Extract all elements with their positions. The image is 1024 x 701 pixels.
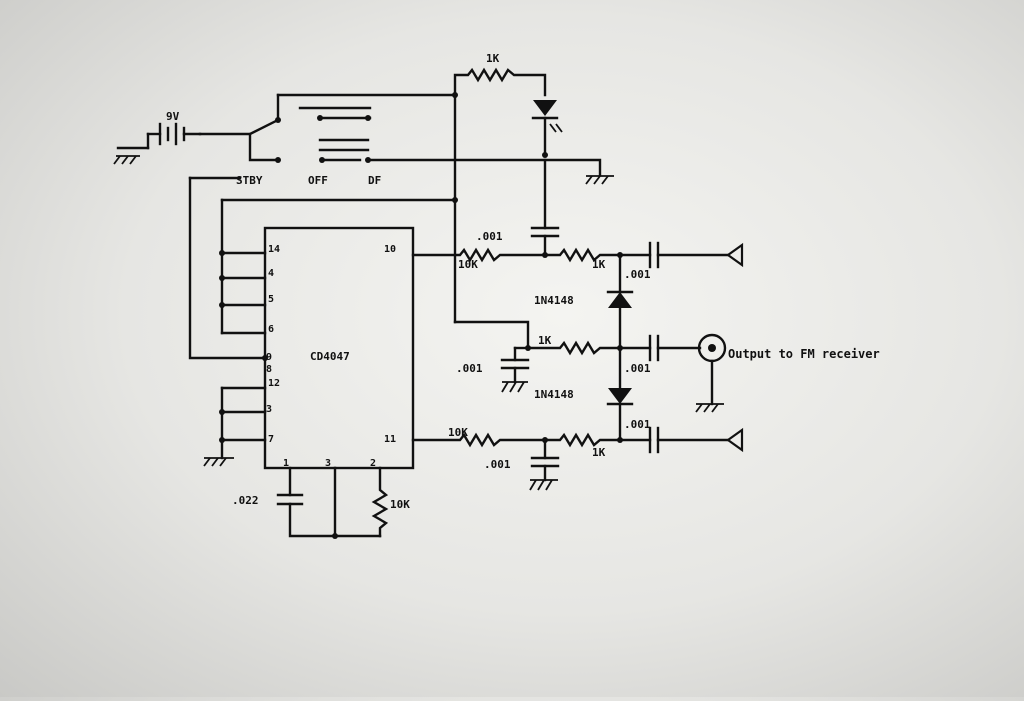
- top-cap-shunt-label: .001: [476, 230, 503, 243]
- mid-r-label: 1K: [538, 334, 552, 347]
- switch-label-stby: STBY: [236, 174, 263, 187]
- ic-left-wiring: [188, 176, 457, 443]
- top-r1-label: 10K: [458, 258, 478, 271]
- bottom-rc-network: 10K 1K .001 .001: [411, 418, 744, 491]
- ic-pin-7: 7: [268, 434, 274, 445]
- diode-bottom: 1N4148: [534, 346, 634, 442]
- ic-pin-14: 14: [268, 244, 280, 255]
- mid-network: 1K .001 .001: [453, 320, 702, 393]
- ic-name: CD4047: [310, 350, 350, 363]
- ic-pin-10: 10: [384, 244, 396, 255]
- ic-pin-3-left: 3: [266, 404, 272, 415]
- timing-res-label: 10K: [390, 498, 410, 511]
- ic-pin-11: 11: [384, 434, 396, 445]
- battery-label: 9V: [166, 110, 180, 123]
- diode-top-label: 1N4148: [534, 294, 574, 307]
- ic-pin-6: 6: [268, 324, 274, 335]
- top-r2-label: 1K: [592, 258, 606, 271]
- timing-network: .022 10K: [232, 466, 410, 539]
- diode-top: 1N4148: [534, 253, 634, 350]
- output-label: Output to FM receiver: [728, 347, 880, 361]
- ic-pin-3-bottom: 3: [325, 458, 331, 469]
- ic-pin-12: 12: [268, 378, 280, 389]
- timing-cap-label: .022: [232, 494, 259, 507]
- battery: 9V: [116, 110, 202, 150]
- ground-symbol-battery: [113, 155, 140, 165]
- power-switch: STBY OFF DF: [198, 93, 602, 187]
- bottom-cap-shunt-label: .001: [484, 458, 511, 471]
- ic-cd4047: CD4047 14 4 5 6 9 8 12 3 7 10 11 1 3 2: [263, 226, 415, 470]
- ic-pin-2: 2: [370, 458, 376, 469]
- ic-pin-1: 1: [283, 458, 289, 469]
- bottom-r1-label: 10K: [448, 426, 468, 439]
- diode-bottom-label: 1N4148: [534, 388, 574, 401]
- ground-symbol-switch: [585, 175, 614, 185]
- mid-cap-shunt-label: .001: [456, 362, 483, 375]
- ic-pin-8: 8: [266, 364, 272, 375]
- output-jack: Output to FM receiver: [695, 333, 880, 413]
- switch-label-off: OFF: [308, 174, 328, 187]
- led-resistor-label: 1K: [486, 52, 500, 65]
- ic-pin-4: 4: [268, 268, 274, 279]
- led: [531, 100, 563, 158]
- mid-cap-out-label: .001: [624, 362, 651, 375]
- bottom-r2-label: 1K: [592, 446, 606, 459]
- ic-pin-5: 5: [268, 294, 274, 305]
- ic-pin-9: 9: [266, 352, 272, 363]
- led-resistor: 1K: [453, 52, 547, 97]
- switch-label-df: DF: [368, 174, 381, 187]
- top-rc-network: 10K 1K .001 .001: [411, 158, 744, 281]
- bottom-cap-out-label: .001: [624, 418, 651, 431]
- top-cap-out-label: .001: [624, 268, 651, 281]
- ground-symbol-ic: [203, 438, 234, 467]
